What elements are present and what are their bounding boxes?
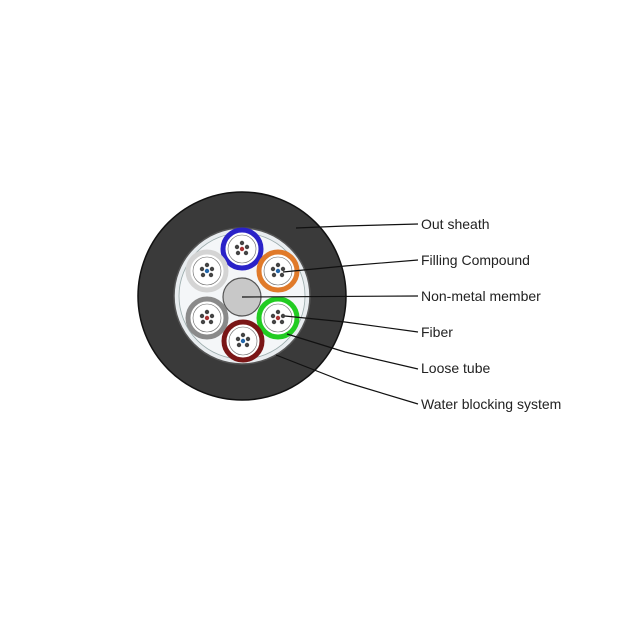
- leader-line-non-metal-member: [241, 295, 419, 298]
- fiber-bundle: [234, 240, 250, 256]
- leader-line-filling-compound: [282, 259, 419, 273]
- leader-line-water-blocking: [275, 354, 419, 405]
- leader-line-loose-tube: [286, 333, 419, 370]
- label-loose-tube: Loose tube: [421, 360, 490, 376]
- label-fiber: Fiber: [421, 324, 453, 340]
- loose-tube-blue: [220, 227, 264, 271]
- loose-tube-maroon: [221, 319, 265, 363]
- fiber-bundle: [199, 262, 215, 278]
- label-non-metal-member: Non-metal member: [421, 288, 541, 304]
- leader-line-out-sheath: [295, 223, 419, 229]
- label-water-blocking-system: Water blocking system: [421, 396, 561, 412]
- leader-line-fiber: [284, 315, 419, 333]
- label-filling-compound: Filling Compound: [421, 252, 530, 268]
- fiber-bundle: [270, 309, 286, 325]
- loose-tube-green: [256, 296, 300, 340]
- fiber-bundle: [235, 332, 251, 348]
- fiber-bundle: [270, 262, 286, 278]
- loose-tube-grey: [185, 296, 229, 340]
- fiber-bundle: [199, 309, 215, 325]
- label-out-sheath: Out sheath: [421, 216, 490, 232]
- loose-tube-white: [185, 249, 229, 293]
